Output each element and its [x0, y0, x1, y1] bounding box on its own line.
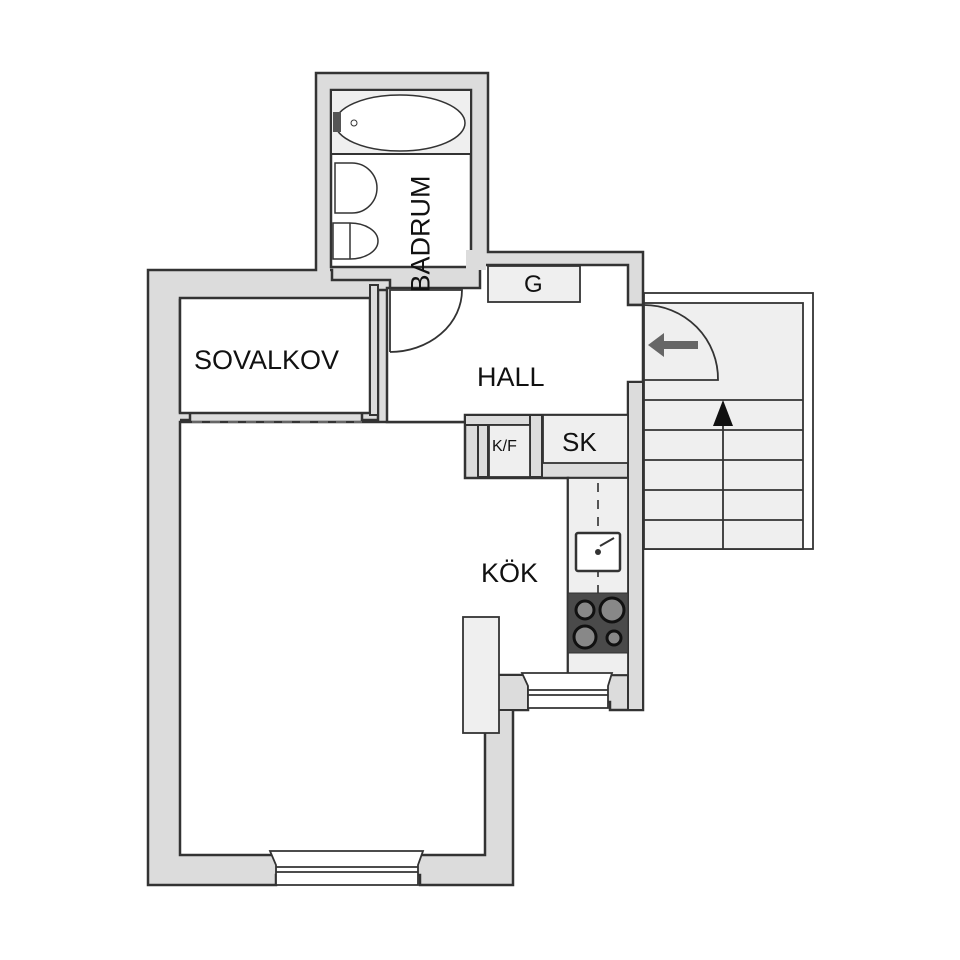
room-label-kok: KÖK — [481, 558, 539, 588]
bathtub-icon — [334, 94, 466, 152]
fixture-label-sk: SK — [562, 427, 597, 457]
stairs-up-arrow-icon — [713, 400, 733, 426]
entrance-arrow-icon — [648, 333, 698, 357]
closet-g — [487, 265, 581, 303]
toilet-icon — [332, 222, 379, 260]
fixture-label-g: G — [524, 271, 543, 298]
room-label-badrum: BADRUM — [405, 175, 436, 293]
door-swing — [389, 289, 463, 353]
window — [520, 672, 614, 709]
fridge-freezer — [488, 424, 531, 478]
sink-icon — [334, 162, 378, 214]
room-label-sovalkov: SOVALKOV — [194, 345, 340, 375]
cabinet-sk — [542, 414, 629, 464]
window — [268, 850, 425, 886]
stairwell — [643, 292, 814, 550]
room-label-hall: HALL — [477, 362, 545, 392]
fixture-label-kf: K/F — [492, 438, 517, 455]
radiator — [462, 616, 500, 734]
